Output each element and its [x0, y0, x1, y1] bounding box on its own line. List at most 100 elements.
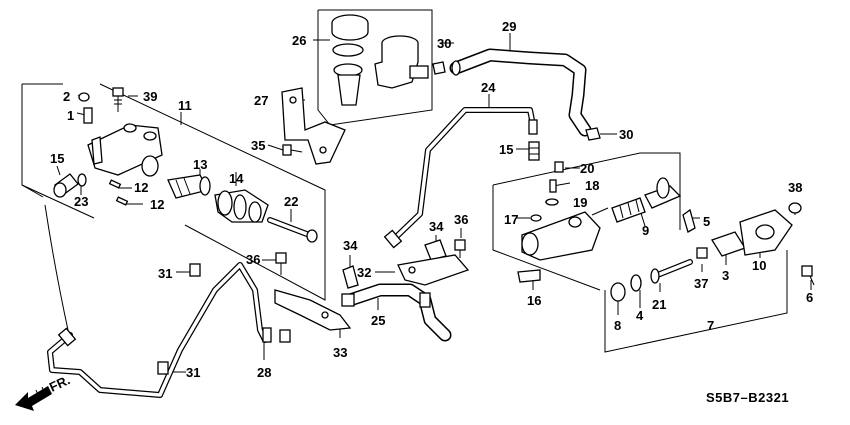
- bolt-36-left: [275, 252, 287, 275]
- nut-38: [788, 202, 802, 214]
- callout-13: 13: [193, 157, 207, 172]
- bolt-20: [554, 161, 564, 173]
- union-15-right: [528, 141, 540, 161]
- bolt-36-right: [454, 239, 466, 258]
- pipe-24: [383, 107, 538, 249]
- callout-29: 29: [502, 19, 516, 34]
- callout-14: 14: [229, 171, 244, 186]
- callout-36-right: 36: [454, 212, 468, 227]
- callout-4: 4: [636, 308, 644, 323]
- bracket-33: [274, 289, 352, 331]
- callout-27: 27: [254, 93, 268, 108]
- seal-rod: [656, 177, 670, 199]
- callout-17: 17: [504, 212, 518, 227]
- callout-12b: 12: [150, 197, 164, 212]
- bracket-10: [739, 209, 793, 256]
- callout-32: 32: [357, 265, 371, 280]
- callout-38: 38: [788, 180, 802, 195]
- pin-12a: [108, 179, 122, 189]
- callout-36-left: 36: [246, 252, 260, 267]
- callout-16: 16: [527, 293, 541, 308]
- boot-8: [610, 282, 626, 302]
- front-direction-icon: FR.: [15, 372, 72, 411]
- clip-5: [682, 208, 696, 233]
- connector-curve: [44, 204, 69, 331]
- callout-3: 3: [722, 268, 729, 283]
- callout-labels: 1 3 4 5 6 7 8 9 10 11 12 12 13 14 15 15 …: [50, 19, 813, 380]
- callout-7: 7: [707, 318, 714, 333]
- callout-6: 6: [806, 290, 813, 305]
- callout-11: 11: [178, 98, 192, 113]
- callout-12a: 12: [134, 180, 148, 195]
- reservoir-tank: [374, 35, 429, 89]
- callout-15-left: 15: [50, 151, 64, 166]
- callout-24: 24: [481, 80, 496, 95]
- callout-10: 10: [752, 258, 766, 273]
- group-outline-reservoir: [317, 9, 433, 126]
- callout-25: 25: [371, 313, 385, 328]
- callout-22: 22: [284, 194, 298, 209]
- washer-23: [77, 173, 87, 187]
- pushrod-21: [650, 259, 693, 284]
- clamp-30-top: [432, 61, 446, 75]
- callout-31-top: 31: [158, 266, 172, 281]
- hose-28-fitting: [279, 329, 291, 343]
- callout-35: 35: [251, 138, 265, 153]
- bolt-35: [282, 144, 303, 156]
- hose-29: [449, 48, 592, 137]
- pushrod-22: [267, 217, 318, 243]
- callout-28: 28: [257, 365, 271, 380]
- clip-16: [517, 269, 541, 283]
- bolt-39: [112, 87, 124, 112]
- callout-18: 18: [585, 178, 599, 193]
- bracket-32: [397, 254, 470, 286]
- callout-37: 37: [694, 276, 708, 291]
- callout-19: 19: [573, 195, 587, 210]
- clevis-3: [711, 231, 746, 257]
- cap-19: [545, 198, 559, 206]
- callout-31-bottom: 31: [186, 365, 200, 380]
- callout-23: 23: [74, 194, 88, 209]
- callout-30-top: 30: [437, 36, 451, 51]
- callout-30-bottom: 30: [619, 127, 633, 142]
- reservoir-cap-26: [331, 14, 369, 41]
- callout-26: 26: [292, 33, 306, 48]
- callout-15-right: 15: [499, 142, 513, 157]
- group-outline-master-cylinder: [21, 83, 326, 301]
- fitting-1: [83, 107, 93, 124]
- bleeder-18: [549, 179, 557, 193]
- front-direction-label: FR.: [47, 372, 72, 394]
- bracket-27: [281, 87, 346, 165]
- pin-12b: [115, 196, 129, 206]
- clip-34-left: [342, 265, 359, 289]
- pipe-front: [47, 262, 272, 398]
- clamp-30-bottom: [585, 127, 601, 141]
- clamp-31-top: [189, 263, 201, 277]
- ring-4: [630, 274, 642, 292]
- washer-17: [530, 214, 542, 222]
- callout-34-right: 34: [429, 219, 444, 234]
- slave-cylinder-body: [521, 207, 609, 261]
- union-15-left: [53, 173, 79, 198]
- callout-33: 33: [333, 345, 347, 360]
- callout-39: 39: [143, 89, 157, 104]
- callout-9: 9: [642, 223, 649, 238]
- diagram-code: S5B7–B2321: [706, 390, 789, 405]
- callout-21: 21: [652, 297, 666, 312]
- callout-20: 20: [580, 161, 594, 176]
- clamp-31-bottom: [157, 361, 169, 375]
- master-cylinder-body: [87, 123, 163, 177]
- callout-1: 1: [67, 108, 74, 123]
- spring-9: [611, 197, 646, 223]
- bolt-6: [801, 265, 815, 286]
- piston-13: [167, 174, 211, 199]
- nut-37: [696, 247, 708, 259]
- callout-5: 5: [703, 214, 710, 229]
- boot-14: [214, 189, 269, 223]
- callout-34-left: 34: [343, 238, 358, 253]
- cap-2: [78, 92, 90, 102]
- hose-25: [341, 283, 452, 342]
- callout-2: 2: [63, 89, 70, 104]
